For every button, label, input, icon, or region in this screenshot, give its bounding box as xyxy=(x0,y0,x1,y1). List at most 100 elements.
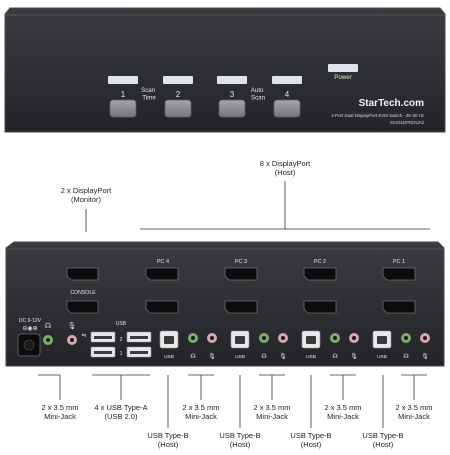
port-2-number: 2 xyxy=(176,90,181,99)
pc1-io: USB ☊ 🎙 xyxy=(372,330,430,360)
pc3-usb-b-tongue xyxy=(235,336,245,344)
usb-a-port-3-tongue xyxy=(94,351,112,354)
pc2-displayport-1[interactable] xyxy=(303,267,337,281)
pc2-usb-b-label: USB xyxy=(306,354,316,360)
pc2-usb-b-tongue xyxy=(306,336,316,344)
dc-label: DC 9-12V xyxy=(19,318,42,324)
callout-pc3-usb-b: USB Type-B (Host) xyxy=(210,431,270,449)
usb-port-number-1: 1 xyxy=(120,351,123,357)
top-callouts xyxy=(85,181,430,232)
pc4-usb-b-label: USB xyxy=(164,354,174,360)
usb-a-port-2-tongue xyxy=(130,336,148,339)
port-2-led xyxy=(163,76,193,84)
callout-pc4-usb-b: USB Type-B (Host) xyxy=(138,431,198,449)
callout-pc4-usb-b-line-1: USB Type-B xyxy=(147,431,189,440)
port-3-led xyxy=(217,76,247,84)
pc2-headphone-icon: ☊ xyxy=(332,353,337,360)
console-displayport-2[interactable] xyxy=(66,300,99,314)
pc1-microphone-icon: 🎙 xyxy=(421,352,429,360)
callout-pc3-usb-b-line-1: USB Type-B xyxy=(219,431,261,440)
pc3-mic-hole xyxy=(281,336,285,340)
callout-console-audio: 2 x 3.5 mm Mini-Jack xyxy=(20,403,100,421)
pc1-displayport-1[interactable] xyxy=(382,267,416,281)
callout-pc2-usb-b-line-2: (Host) xyxy=(300,440,322,449)
port-1-led xyxy=(108,76,138,84)
auto-scan-label: Auto Scan xyxy=(251,87,266,102)
microphone-icon: 🎙 xyxy=(68,322,77,330)
model-sku: SV431DPDDUA2 xyxy=(390,120,425,125)
usb-a-label: USB xyxy=(116,321,127,327)
dc-polarity-icon: ⊖◉⊕ xyxy=(22,326,37,332)
callout-host-line-1: 8 x DisplayPort xyxy=(259,159,311,168)
pc4-label: PC 4 xyxy=(157,259,169,265)
callout-pc2-audio-line-2: Mini-Jack xyxy=(327,412,359,421)
callout-pc4-audio-line-2: Mini-Jack xyxy=(185,412,217,421)
callout-pc1-audio: 2 x 3.5 mm Mini-Jack xyxy=(386,403,442,421)
pc3-displayport-1[interactable] xyxy=(224,267,258,281)
callout-monitor-line-2: (Monitor) xyxy=(70,195,101,204)
callout-pc1-usb-b-line-1: USB Type-B xyxy=(362,431,404,440)
port-3-button[interactable] xyxy=(218,99,246,118)
port-1-number: 1 xyxy=(121,90,126,99)
pc1-usb-b-tongue xyxy=(377,336,387,344)
usb-port-number-2: 2 xyxy=(120,337,123,343)
model-description: 4-Port Dual DisplayPort KVM Switch - 4K … xyxy=(331,113,424,118)
callout-pc3-audio-line-2: Mini-Jack xyxy=(256,412,288,421)
callout-host-displayport: 8 x DisplayPort (Host) xyxy=(245,159,325,177)
scan-time-line-1: Scan xyxy=(141,87,156,94)
console-audio-out-hole xyxy=(46,338,50,342)
pc4-displayport-1[interactable] xyxy=(145,267,179,281)
front-panel: 1 2 3 4 Scan Time Auto Scan Power StarTe… xyxy=(4,7,446,133)
callout-console-audio-line-2: Mini-Jack xyxy=(44,412,76,421)
port-3-number: 3 xyxy=(230,90,235,99)
pc3-io: USB ☊ 🎙 xyxy=(230,330,288,360)
pc4-microphone-icon: 🎙 xyxy=(208,352,216,360)
scan-time-label: Scan Time xyxy=(141,87,157,102)
pc2-io: USB ☊ 🎙 xyxy=(301,330,359,360)
auto-scan-line-2: Scan xyxy=(251,95,266,102)
pc1-displayport-2[interactable] xyxy=(382,300,416,314)
pc1-headphone-icon: ☊ xyxy=(403,353,408,360)
pc3-displayport-2[interactable] xyxy=(224,300,258,314)
usb-a-port-1-tongue xyxy=(94,336,112,339)
callout-pc1-audio-line-1: 2 x 3.5 mm xyxy=(395,403,433,412)
pc3-label: PC 3 xyxy=(235,259,247,265)
callout-monitor-displayport: 2 x DisplayPort (Monitor) xyxy=(46,186,126,204)
callout-pc4-audio: 2 x 3.5 mm Mini-Jack xyxy=(171,403,231,421)
pc4-displayport-2[interactable] xyxy=(145,300,179,314)
bottom-callouts xyxy=(38,374,427,428)
console-displayport-1[interactable] xyxy=(66,267,99,281)
pc2-mic-hole xyxy=(352,336,356,340)
callout-usb-a: 4 x USB Type-A (USB 2.0) xyxy=(81,403,161,421)
callout-pc4-usb-b-line-2: (Host) xyxy=(157,440,179,449)
usb-a-port-4-tongue xyxy=(130,351,148,354)
pc1-audio-out-hole xyxy=(404,336,408,340)
port-4-led xyxy=(272,76,302,84)
power-label: Power xyxy=(334,74,352,81)
pc4-usb-b-tongue xyxy=(164,336,174,344)
rear-panel: PC 4 PC 3 PC 2 PC 1 CONSOLE DC 9-12V ⊖◉⊕… xyxy=(5,241,445,367)
pc3-headphone-icon: ☊ xyxy=(261,353,266,360)
console-label: CONSOLE xyxy=(70,290,96,296)
pc4-io: USB ☊ 🎙 xyxy=(159,330,217,360)
callout-pc2-audio-line-1: 2 x 3.5 mm xyxy=(324,403,362,412)
port-4-button[interactable] xyxy=(273,99,301,118)
pc3-microphone-icon: 🎙 xyxy=(279,352,287,360)
port-1-button[interactable] xyxy=(109,99,137,118)
port-2-button[interactable] xyxy=(164,99,192,118)
pc1-label: PC 1 xyxy=(393,259,405,265)
usb-icon: ⇋ xyxy=(81,332,86,339)
console-mic-hole xyxy=(70,338,74,342)
callout-usb-a-line-1: 4 x USB Type-A xyxy=(94,403,148,412)
callout-monitor-line-1: 2 x DisplayPort xyxy=(60,186,112,195)
pc4-mic-hole xyxy=(210,336,214,340)
pc2-displayport-2[interactable] xyxy=(303,300,337,314)
callout-pc4-audio-line-1: 2 x 3.5 mm xyxy=(182,403,220,412)
dc-power-jack-socket xyxy=(23,339,35,351)
callout-pc3-audio-line-1: 2 x 3.5 mm xyxy=(253,403,291,412)
pc1-mic-hole xyxy=(423,336,427,340)
callout-host-line-2: (Host) xyxy=(274,168,296,177)
pc3-audio-out-hole xyxy=(262,336,266,340)
